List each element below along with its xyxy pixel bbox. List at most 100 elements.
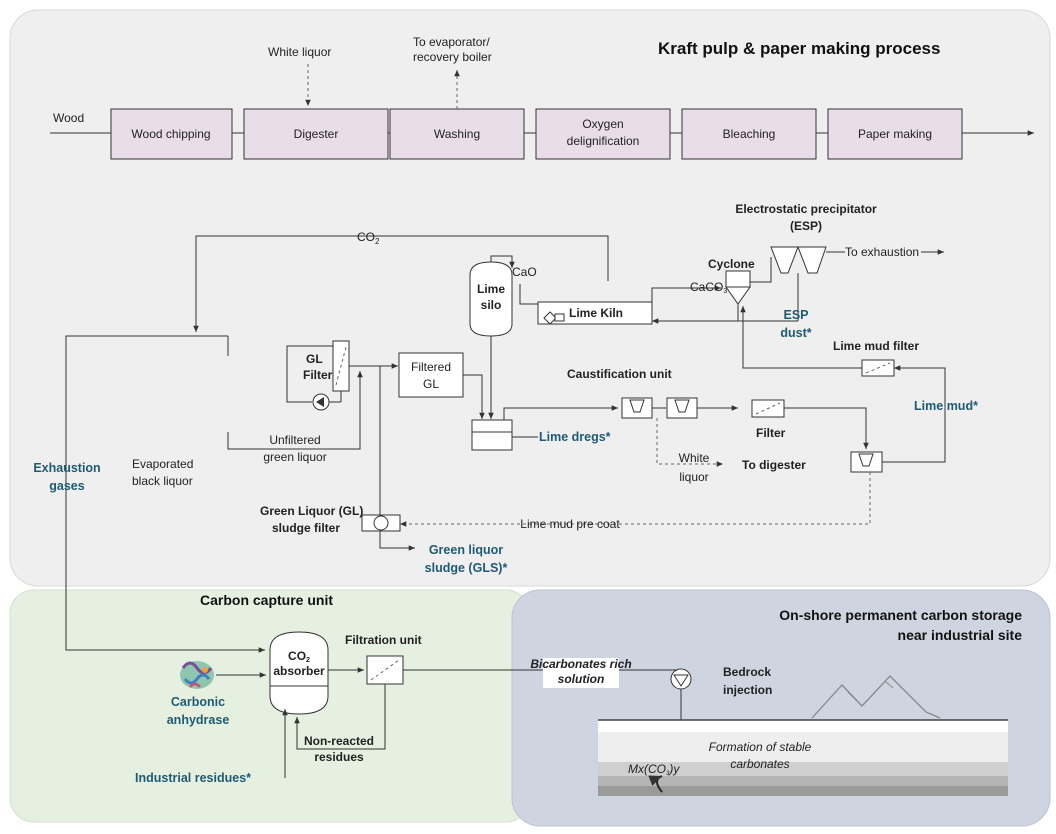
evaporated-black-liquor-label-2: black liquor [132, 474, 193, 488]
causticizer-1 [621, 397, 666, 419]
lime-silo: Lime silo [469, 261, 513, 337]
white-liquor-input-label: White liquor [268, 45, 331, 59]
caustification-filter [751, 399, 785, 418]
gl-filter-label-2: Filter [303, 368, 333, 382]
process-step-wood-chipping: Wood chipping [110, 108, 233, 160]
svg-text:Paper making: Paper making [858, 127, 932, 141]
svg-text:Filtered: Filtered [411, 360, 451, 374]
filtration-unit-label: Filtration unit [345, 633, 422, 647]
carbonic-anhydrase-label-2: anhydrase [167, 713, 230, 727]
svg-text:Washing: Washing [434, 127, 480, 141]
bedrock-injection-label-1: Bedrock [723, 665, 771, 679]
causticizer-2 [666, 397, 698, 419]
lime-mud-filter [861, 359, 895, 377]
esp-label-1: Electrostatic precipitator [735, 202, 877, 216]
ground-layers [598, 719, 1008, 796]
lime-mud-pre-coat-label: Lime mud pre coat [520, 517, 620, 531]
to-evaporator-label: To evaporator/recovery boiler [413, 35, 492, 64]
unfiltered-gl-label-1: Unfiltered [269, 433, 320, 447]
lime-mud-filter-label: Lime mud filter [833, 339, 919, 353]
esp-hoppers [770, 246, 827, 274]
unfiltered-gl-line [227, 371, 363, 450]
caco3-label: CaCO3 [690, 280, 727, 295]
wood-label: Wood [53, 111, 84, 125]
unfiltered-gl-label-2: green liquor [263, 450, 326, 464]
svg-text:Lime Kiln: Lime Kiln [569, 306, 623, 320]
mineral-label: Mx(CO3)y [628, 762, 680, 777]
co2-label: CO2 [357, 230, 380, 246]
gl-sludge-filter-label-2: sludge filter [272, 521, 340, 535]
white-liquor-label-1: White [679, 451, 710, 465]
esp-dust-label-1: ESP [783, 308, 808, 322]
exhaustion-gases-label-2: gases [49, 479, 84, 493]
gl-sludge-filter-label-1: Green Liquor (GL) [260, 504, 363, 518]
cao-label: CaO [512, 265, 537, 279]
capture-panel [9, 589, 531, 823]
svg-text:silo: silo [481, 298, 502, 312]
exhaustion-gases-label-1: Exhaustion [33, 461, 100, 475]
white-liquor-label-2: liquor [679, 470, 708, 484]
kraft-title: Kraft pulp & paper making process [658, 39, 940, 58]
svg-text:Digester: Digester [294, 127, 339, 141]
non-reacted-residues-label-1: Non-reacted [304, 734, 374, 748]
formation-label-2: carbonates [730, 757, 789, 771]
formation-label-1: Formation of stable [709, 740, 812, 754]
co2-absorber-label-2: absorber [273, 664, 325, 678]
bicarbonates-label-box: Bicarbonates rich solution [530, 657, 632, 688]
esp-label-2: (ESP) [790, 219, 822, 233]
industrial-residues-label: Industrial residues* [135, 771, 251, 785]
svg-text:Bleaching: Bleaching [723, 127, 776, 141]
esp-dust-label-2: dust* [780, 326, 811, 340]
co2-line [193, 235, 609, 332]
gl-filter-label-1: GL [306, 352, 323, 366]
caustification-unit-label: Caustification unit [567, 367, 672, 381]
filtered-gl-box: Filtered GL [398, 352, 464, 398]
lime-mud-tank [850, 451, 883, 473]
carbonic-anhydrase-label-1: Carbonic [171, 695, 225, 709]
lime-kiln: Lime Kiln [537, 301, 653, 325]
process-step-paper-making: Paper making [827, 108, 963, 160]
recirculation-arrow-icon [648, 775, 663, 793]
evaporated-black-liquor-label-1: Evaporated [132, 457, 193, 471]
injection-pump [670, 668, 692, 690]
gl-filter [286, 340, 350, 411]
enzyme-icon [180, 661, 214, 689]
process-step-bleaching: Bleaching [681, 108, 817, 160]
caco3-line [651, 285, 721, 302]
to-digester-label: To digester [742, 458, 806, 472]
svg-text:Bicarbonates rich: Bicarbonates rich [530, 657, 631, 671]
slaker-tank [471, 419, 513, 451]
filtration-unit [366, 655, 404, 685]
gl-sludge-filter [361, 514, 401, 532]
lime-mud-label: Lime mud* [914, 399, 978, 413]
svg-text:Lime: Lime [477, 282, 505, 296]
green-liquor-sludge-label-1: Green liquor [429, 543, 503, 557]
bedrock-injection-label-2: injection [723, 683, 772, 697]
to-exhaustion-label: To exhaustion [845, 245, 919, 259]
lime-dregs-label: Lime dregs* [539, 430, 611, 444]
filter-label: Filter [756, 426, 786, 440]
co2-absorber-label-1: CO2 [288, 649, 310, 664]
svg-text:GL: GL [423, 377, 439, 391]
process-step-digester: Digester [243, 108, 389, 160]
mountains-icon [811, 675, 941, 719]
non-reacted-residues-label-2: residues [314, 750, 364, 764]
lime-mud-line [882, 365, 946, 463]
storage-title-line1: On-shore permanent carbon storage [779, 607, 1022, 623]
co2-absorber [269, 631, 329, 715]
cyclone-label: Cyclone [708, 257, 755, 271]
storage-title-line2: near industrial site [898, 627, 1023, 643]
non-reacted-residues-line [294, 684, 386, 750]
white-liquor-out-line [656, 418, 723, 467]
svg-text:solution: solution [558, 672, 605, 686]
exhaustion-gases-line [65, 335, 265, 653]
svg-text:Wood chipping: Wood chipping [131, 127, 210, 141]
cyclone [725, 270, 751, 305]
green-liquor-sludge-label-2: sludge (GLS)* [425, 561, 508, 575]
kraft-panel [9, 9, 1051, 587]
capture-title: Carbon capture unit [200, 592, 333, 608]
